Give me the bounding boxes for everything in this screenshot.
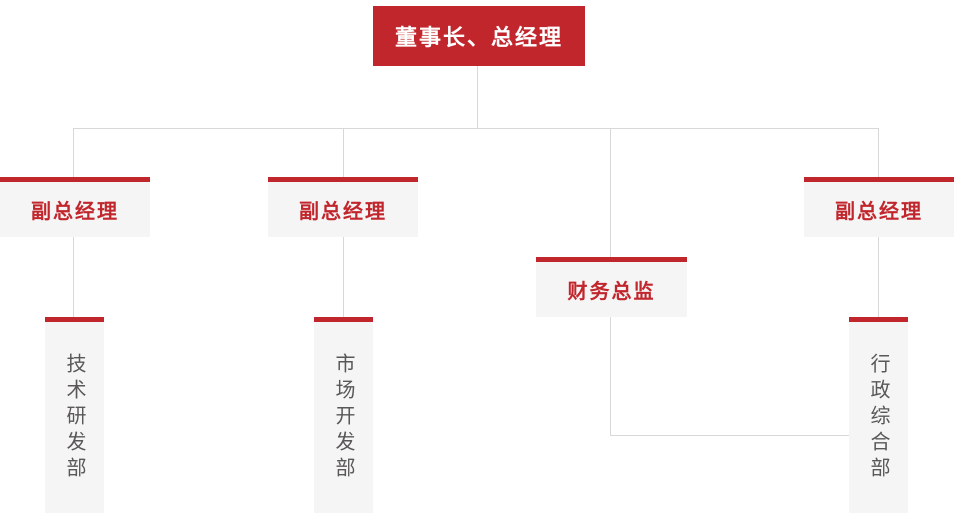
- connector-vp-left-to-dept: [73, 237, 74, 317]
- org-node-tech-rd-dept: 技术研发部: [45, 317, 104, 513]
- connector-drop-vp-right: [878, 128, 879, 177]
- connector-vp-right-to-dept: [878, 237, 879, 317]
- connector-root-drop: [477, 65, 478, 128]
- connector-drop-vp-left: [73, 128, 74, 177]
- org-node-label: 副总经理: [299, 201, 387, 223]
- connector-main-horizontal: [73, 128, 879, 129]
- org-node-deputy-gm-right: 副总经理: [804, 177, 954, 237]
- connector-vp-middle-to-dept: [343, 237, 344, 317]
- connector-cfo-to-admin-dept: [610, 435, 849, 436]
- org-node-deputy-gm-left: 副总经理: [0, 177, 150, 237]
- org-node-label: 技术研发部: [63, 352, 85, 483]
- connector-drop-cfo: [610, 128, 611, 257]
- connector-drop-vp-middle: [343, 128, 344, 177]
- org-node-label: 行政综合部: [867, 352, 889, 483]
- org-node-label: 董事长、总经理: [394, 25, 563, 50]
- org-node-label: 副总经理: [31, 201, 119, 223]
- org-node-label: 市场开发部: [332, 352, 354, 483]
- org-node-chairman-general-manager: 董事长、总经理: [373, 6, 585, 66]
- connector-cfo-down: [610, 317, 611, 435]
- org-node-label: 财务总监: [567, 281, 656, 303]
- org-node-label: 副总经理: [835, 201, 923, 223]
- org-node-deputy-gm-middle: 副总经理: [268, 177, 418, 237]
- org-node-admin-general-dept: 行政综合部: [849, 317, 908, 513]
- org-node-market-dev-dept: 市场开发部: [314, 317, 373, 513]
- org-node-finance-director: 财务总监: [536, 257, 687, 317]
